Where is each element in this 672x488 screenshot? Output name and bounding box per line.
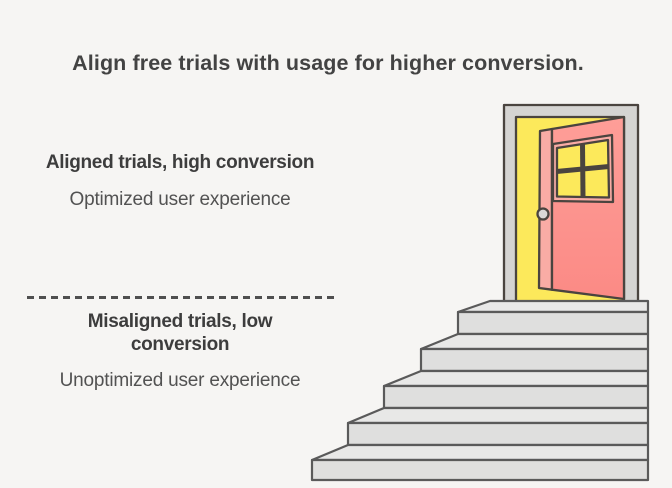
step-riser-2 bbox=[346, 421, 650, 447]
page-title: Align free trials with usage for higher … bbox=[72, 51, 584, 75]
window-mullion-horizontal bbox=[556, 164, 610, 174]
step-tread-2 bbox=[346, 406, 650, 425]
door-illustration bbox=[502, 103, 640, 304]
misaligned-heading: Misaligned trials, low conversion bbox=[87, 311, 273, 355]
landing-top bbox=[456, 299, 650, 314]
staircase bbox=[310, 299, 650, 482]
step-tread-4 bbox=[419, 332, 650, 351]
misaligned-subtext: Unoptimized user experience bbox=[59, 370, 301, 391]
landing-front bbox=[456, 310, 650, 336]
door-knob bbox=[536, 207, 550, 221]
dashed-divider bbox=[27, 296, 336, 299]
step-tread-1 bbox=[310, 443, 650, 462]
aligned-heading: Aligned trials, high conversion bbox=[45, 152, 315, 173]
step-riser-3 bbox=[382, 384, 650, 410]
aligned-subtext: Optimized user experience bbox=[69, 189, 291, 210]
step-tread-3 bbox=[382, 369, 650, 388]
step-riser-1 bbox=[310, 458, 650, 482]
step-riser-4 bbox=[419, 347, 650, 373]
